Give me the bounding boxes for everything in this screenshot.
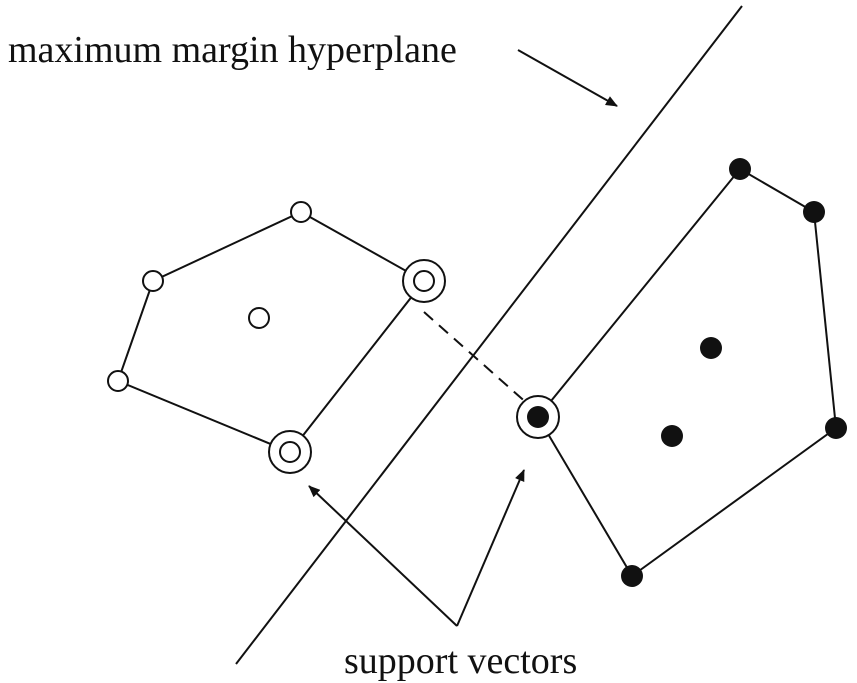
filled-points: [516, 158, 847, 587]
hollow-support-vector: [413, 270, 435, 292]
hyperplane-label: maximum margin hyperplane: [8, 29, 457, 71]
hollow-support-vector: [279, 441, 301, 463]
margin-dashed-line: [423, 311, 539, 414]
hollow-point: [290, 201, 312, 223]
filled-point: [661, 425, 683, 447]
filled-point: [621, 565, 643, 587]
filled-support-vector: [527, 406, 549, 428]
support-vector-arrow-left: [308, 485, 458, 627]
hollow-point: [248, 307, 270, 329]
filled-point: [729, 158, 751, 180]
filled-point: [700, 337, 722, 359]
hyperplane-arrow: [517, 49, 618, 107]
support-vectors-label: support vectors: [344, 640, 577, 682]
filled-class-hull: [536, 167, 838, 578]
support-vector-arrow-right: [456, 469, 525, 627]
filled-point: [825, 417, 847, 439]
filled-point: [803, 201, 825, 223]
hollow-class-hull: [116, 210, 426, 454]
hollow-point: [107, 370, 129, 392]
hollow-points: [107, 201, 446, 474]
maximum-margin-hyperplane-line: [235, 5, 743, 665]
hollow-point: [142, 270, 164, 292]
